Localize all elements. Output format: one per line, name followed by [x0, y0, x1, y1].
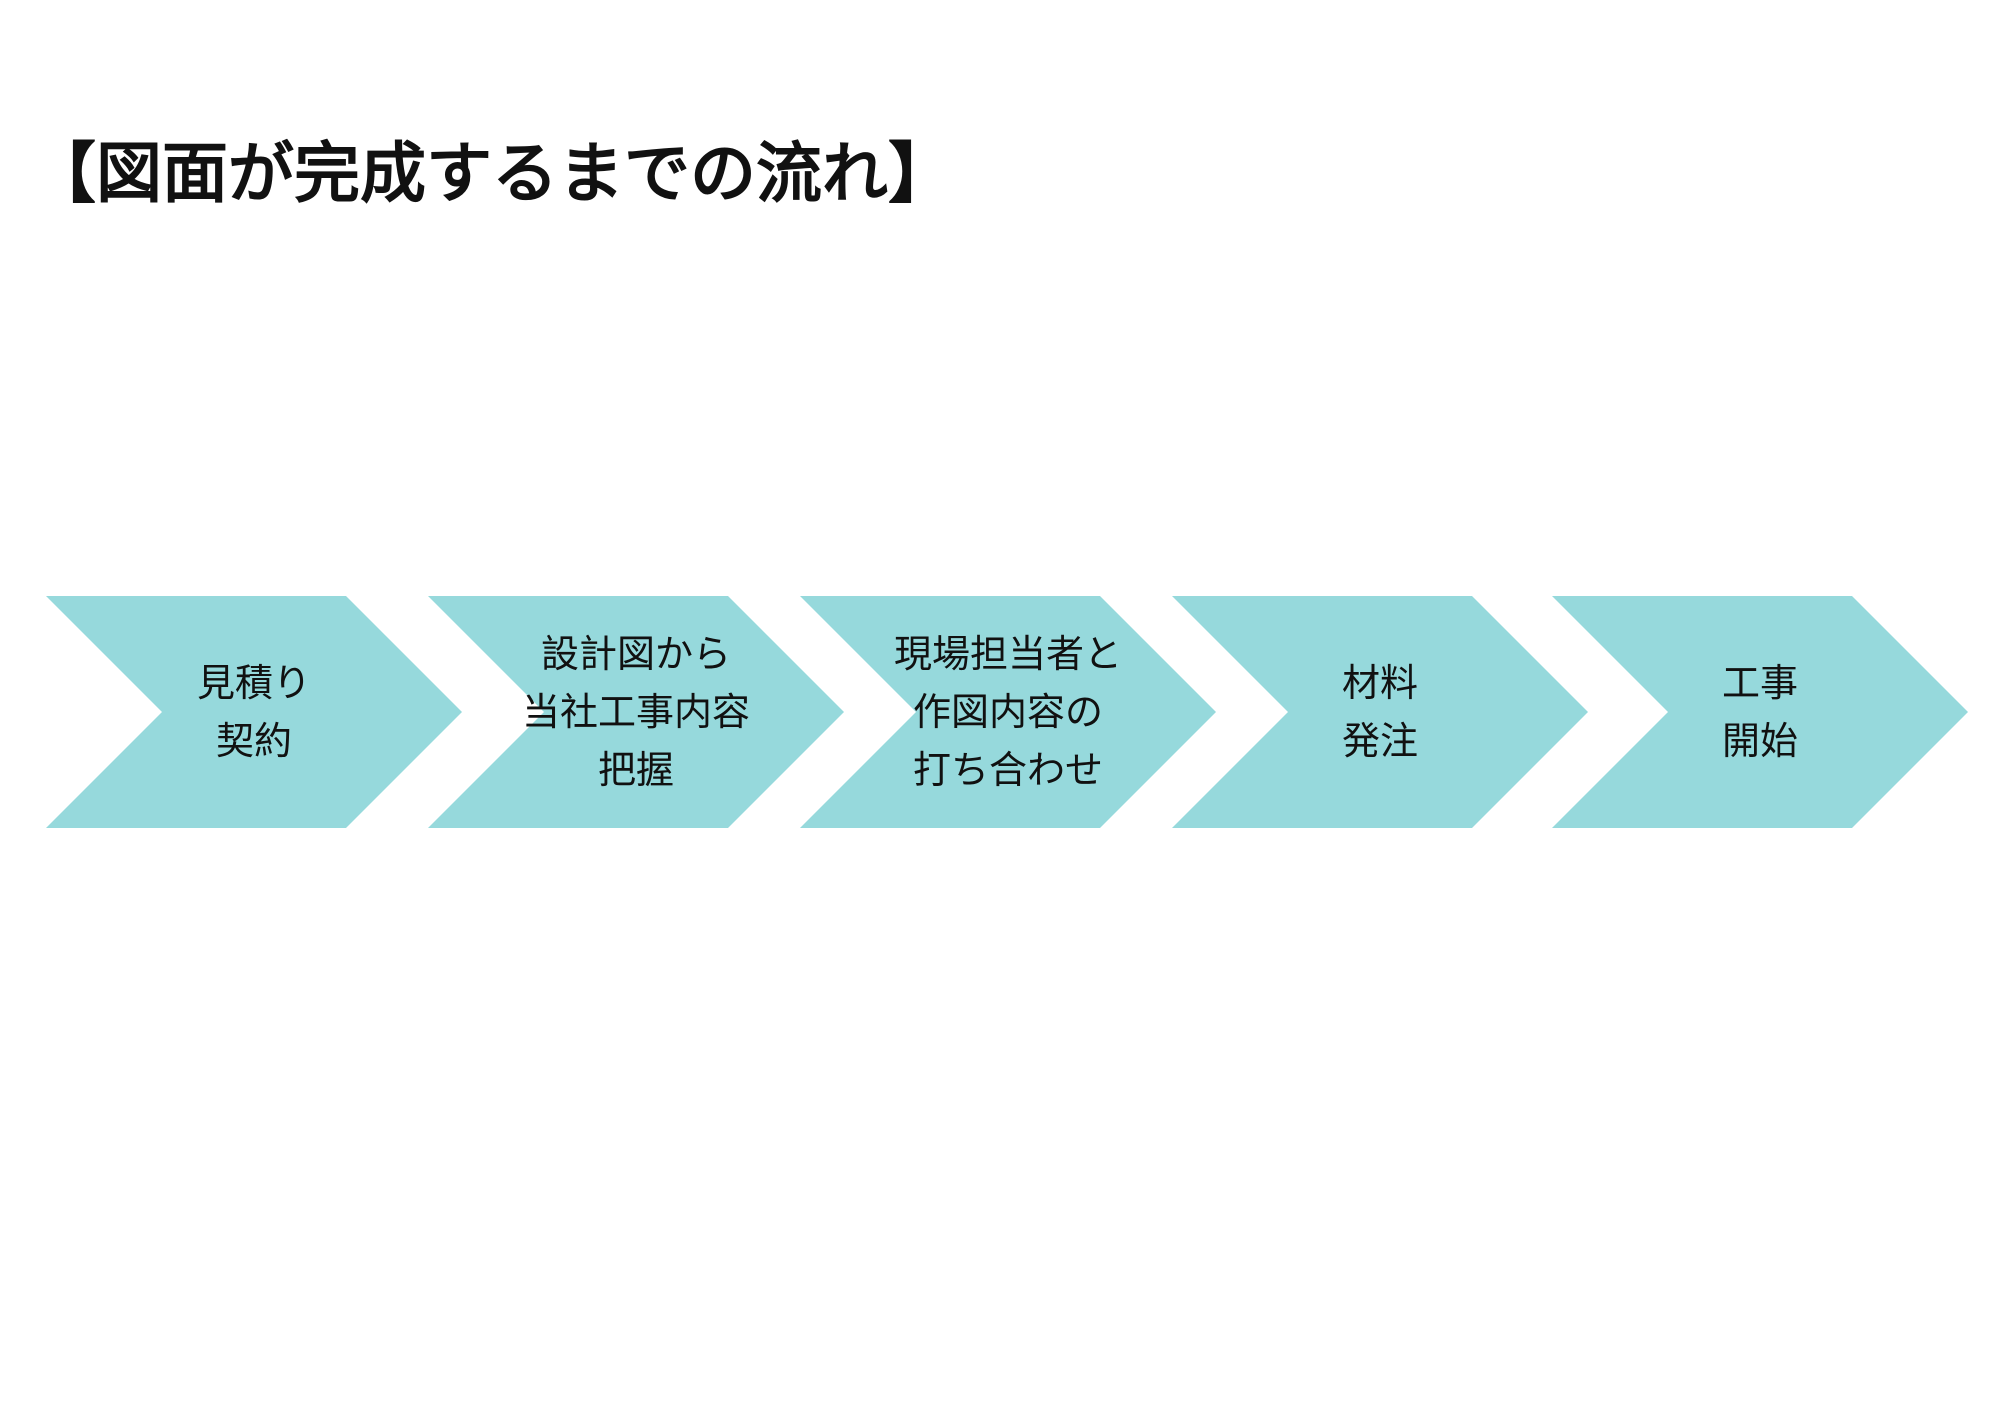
chevron-polygon	[1172, 596, 1588, 828]
flow-step-line: 発注	[1341, 719, 1418, 763]
flow-step-3: 現場担当者と 作図内容の 打ち合わせ	[800, 596, 1216, 828]
flow-step-label: 見積り 契約	[46, 596, 462, 828]
page-title: 【図面が完成するまでの流れ】	[30, 135, 954, 212]
chevron-polygon	[800, 596, 1216, 828]
flow-step-4: 材料 発注	[1172, 596, 1588, 828]
flow-step-line: 設計図から	[541, 632, 732, 676]
flow-step-label: 設計図から 当社工事内容 把握	[428, 596, 844, 828]
chevron-polygon	[1552, 596, 1968, 828]
flow-step-5: 工事 開始	[1552, 596, 1968, 828]
flow-step-line: 現場担当者と	[894, 632, 1123, 676]
flow-step-line: 当社工事内容	[522, 690, 751, 734]
chevron-shape	[46, 596, 462, 828]
chevron-polygon	[46, 596, 462, 828]
chevron-shape	[1552, 596, 1968, 828]
chevron-shape	[800, 596, 1216, 828]
flow-step-line: 工事	[1721, 661, 1798, 705]
chevron-shape	[1172, 596, 1588, 828]
chevron-shape	[428, 596, 844, 828]
flow-step-label: 現場担当者と 作図内容の 打ち合わせ	[800, 596, 1216, 828]
flow-step-2: 設計図から 当社工事内容 把握	[428, 596, 844, 828]
flow-step-line: 作図内容の	[913, 690, 1104, 734]
flow-step-1: 見積り 契約	[46, 596, 462, 828]
chevron-polygon	[428, 596, 844, 828]
flow-step-line: 開始	[1721, 719, 1798, 763]
flow-step-line: 打ち合わせ	[913, 748, 1104, 792]
flow-step-line: 把握	[597, 748, 674, 792]
flow-step-line: 材料	[1341, 661, 1418, 705]
flow-step-label: 材料 発注	[1172, 596, 1588, 828]
flow-step-line: 契約	[215, 719, 292, 763]
flow-step-label: 工事 開始	[1552, 596, 1968, 828]
flow-step-line: 見積り	[196, 661, 311, 705]
